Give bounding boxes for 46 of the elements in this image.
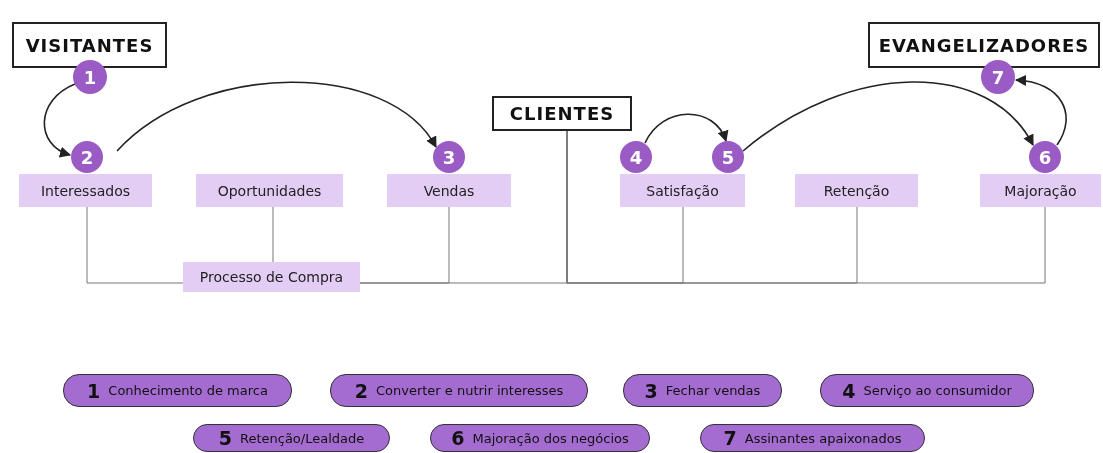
step-label: Majoração dos negócios bbox=[472, 430, 629, 446]
stage-box: Retenção bbox=[795, 174, 918, 207]
step-number: 3 bbox=[644, 379, 658, 402]
step-number: 1 bbox=[87, 379, 101, 402]
stage-title-box: CLIENTES bbox=[492, 96, 632, 131]
step-pill bbox=[700, 424, 925, 452]
step-pill bbox=[330, 374, 588, 407]
step-number-circle: 1 bbox=[73, 60, 107, 94]
stage-title-box: VISITANTES bbox=[12, 22, 167, 68]
step-number-circle: 6 bbox=[1029, 141, 1061, 173]
step-label: Serviço ao consumidor bbox=[863, 383, 1012, 398]
curved-arrow bbox=[644, 113, 728, 144]
stage-box: Processo de Compra bbox=[183, 262, 360, 292]
stage-box: Oportunidades bbox=[196, 174, 343, 207]
step-label: Converter e nutrir interesses bbox=[375, 383, 564, 398]
step-pill bbox=[193, 424, 390, 452]
step-number: 5 bbox=[218, 427, 232, 449]
step-number: 6 bbox=[451, 427, 465, 449]
step-label: Assinantes apaixonados bbox=[744, 430, 902, 446]
curved-arrow bbox=[1014, 75, 1067, 146]
step-number-circle: 7 bbox=[981, 60, 1015, 94]
connector-line bbox=[86, 206, 184, 284]
step-pill bbox=[63, 374, 292, 407]
step-pill bbox=[623, 374, 782, 407]
curved-arrow bbox=[116, 81, 437, 152]
step-label: Retenção/Lealdade bbox=[239, 430, 365, 446]
stage-box: Interessados bbox=[19, 174, 152, 207]
step-number-circle: 2 bbox=[71, 141, 103, 173]
step-pill bbox=[820, 374, 1034, 407]
step-number-circle: 3 bbox=[433, 141, 465, 173]
curved-arrow bbox=[742, 81, 1034, 152]
step-number: 7 bbox=[723, 427, 737, 449]
curved-arrow bbox=[43, 83, 76, 157]
connector-line bbox=[272, 206, 274, 263]
step-number: 2 bbox=[354, 379, 368, 402]
connector-line bbox=[566, 130, 1046, 284]
stage-box: Vendas bbox=[387, 174, 511, 207]
step-number: 4 bbox=[842, 379, 856, 402]
stage-title-box: EVANGELIZADORES bbox=[868, 22, 1100, 68]
step-label: Fechar vendas bbox=[665, 383, 761, 398]
stage-box: Satisfação bbox=[620, 174, 745, 207]
step-label: Conhecimento de marca bbox=[108, 383, 268, 398]
step-number-circle: 5 bbox=[712, 141, 744, 173]
step-number-circle: 4 bbox=[620, 141, 652, 173]
stage-box: Majoração bbox=[980, 174, 1101, 207]
step-pill bbox=[430, 424, 650, 452]
